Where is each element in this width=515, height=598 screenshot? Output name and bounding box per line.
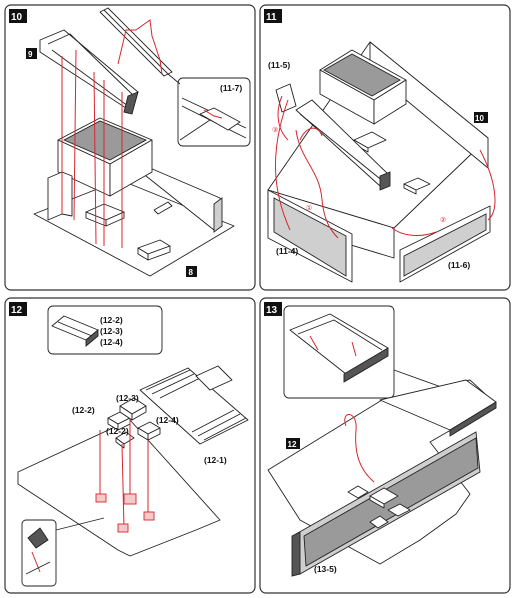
- callout-label: (11-7): [220, 83, 242, 93]
- part-label-10: 10: [475, 114, 484, 123]
- left-post: [47, 171, 63, 221]
- panel-number: 12: [11, 305, 23, 316]
- callout-label: (13-5): [314, 564, 337, 574]
- panel-10: 10: [4, 4, 256, 291]
- callout-label: (12-1): [204, 455, 227, 465]
- panel-12: 12 (12-2) (12-3) (12-4): [4, 297, 256, 594]
- part-label-9: 9: [28, 50, 33, 59]
- detail-inset: [283, 305, 445, 399]
- detail-inset-11-7: (11-7): [177, 77, 251, 147]
- callout-label: (11-4): [276, 246, 298, 256]
- panel-11: 11 ③ ①: [259, 4, 511, 291]
- part-label-8: 8: [189, 268, 194, 277]
- callout-label: (11-6): [448, 260, 470, 270]
- panel-number: 11: [266, 12, 277, 23]
- part-inset: (12-2) (12-3) (12-4): [47, 305, 163, 355]
- base-sheet: [33, 179, 235, 277]
- step-marker: ③: [272, 126, 278, 134]
- callout-label: (12-4): [100, 337, 123, 347]
- callout-label: (12-2): [100, 315, 123, 325]
- guide-lines: [275, 95, 496, 239]
- part-label-12: 12: [288, 440, 297, 449]
- bracket-11-5: [275, 83, 297, 113]
- panel-13: 13 12 (13-5): [259, 297, 511, 594]
- detail-inset: [21, 517, 105, 587]
- guide-line: [344, 414, 375, 483]
- guide-lines: [95, 420, 155, 533]
- callout-label: (12-2): [72, 405, 95, 415]
- callout-label: (12-2): [106, 426, 129, 436]
- guide-lines: [61, 19, 163, 248]
- callout-label: (12-3): [100, 326, 123, 336]
- step-marker: ①: [306, 204, 312, 212]
- step-marker: ②: [440, 216, 446, 224]
- callout-label: (12-4): [156, 415, 179, 425]
- panel-number: 10: [11, 12, 23, 23]
- panel-number: 13: [266, 305, 278, 316]
- callout-label: (11-5): [268, 60, 290, 70]
- callout-label: (12-3): [116, 393, 139, 403]
- block: [347, 485, 369, 499]
